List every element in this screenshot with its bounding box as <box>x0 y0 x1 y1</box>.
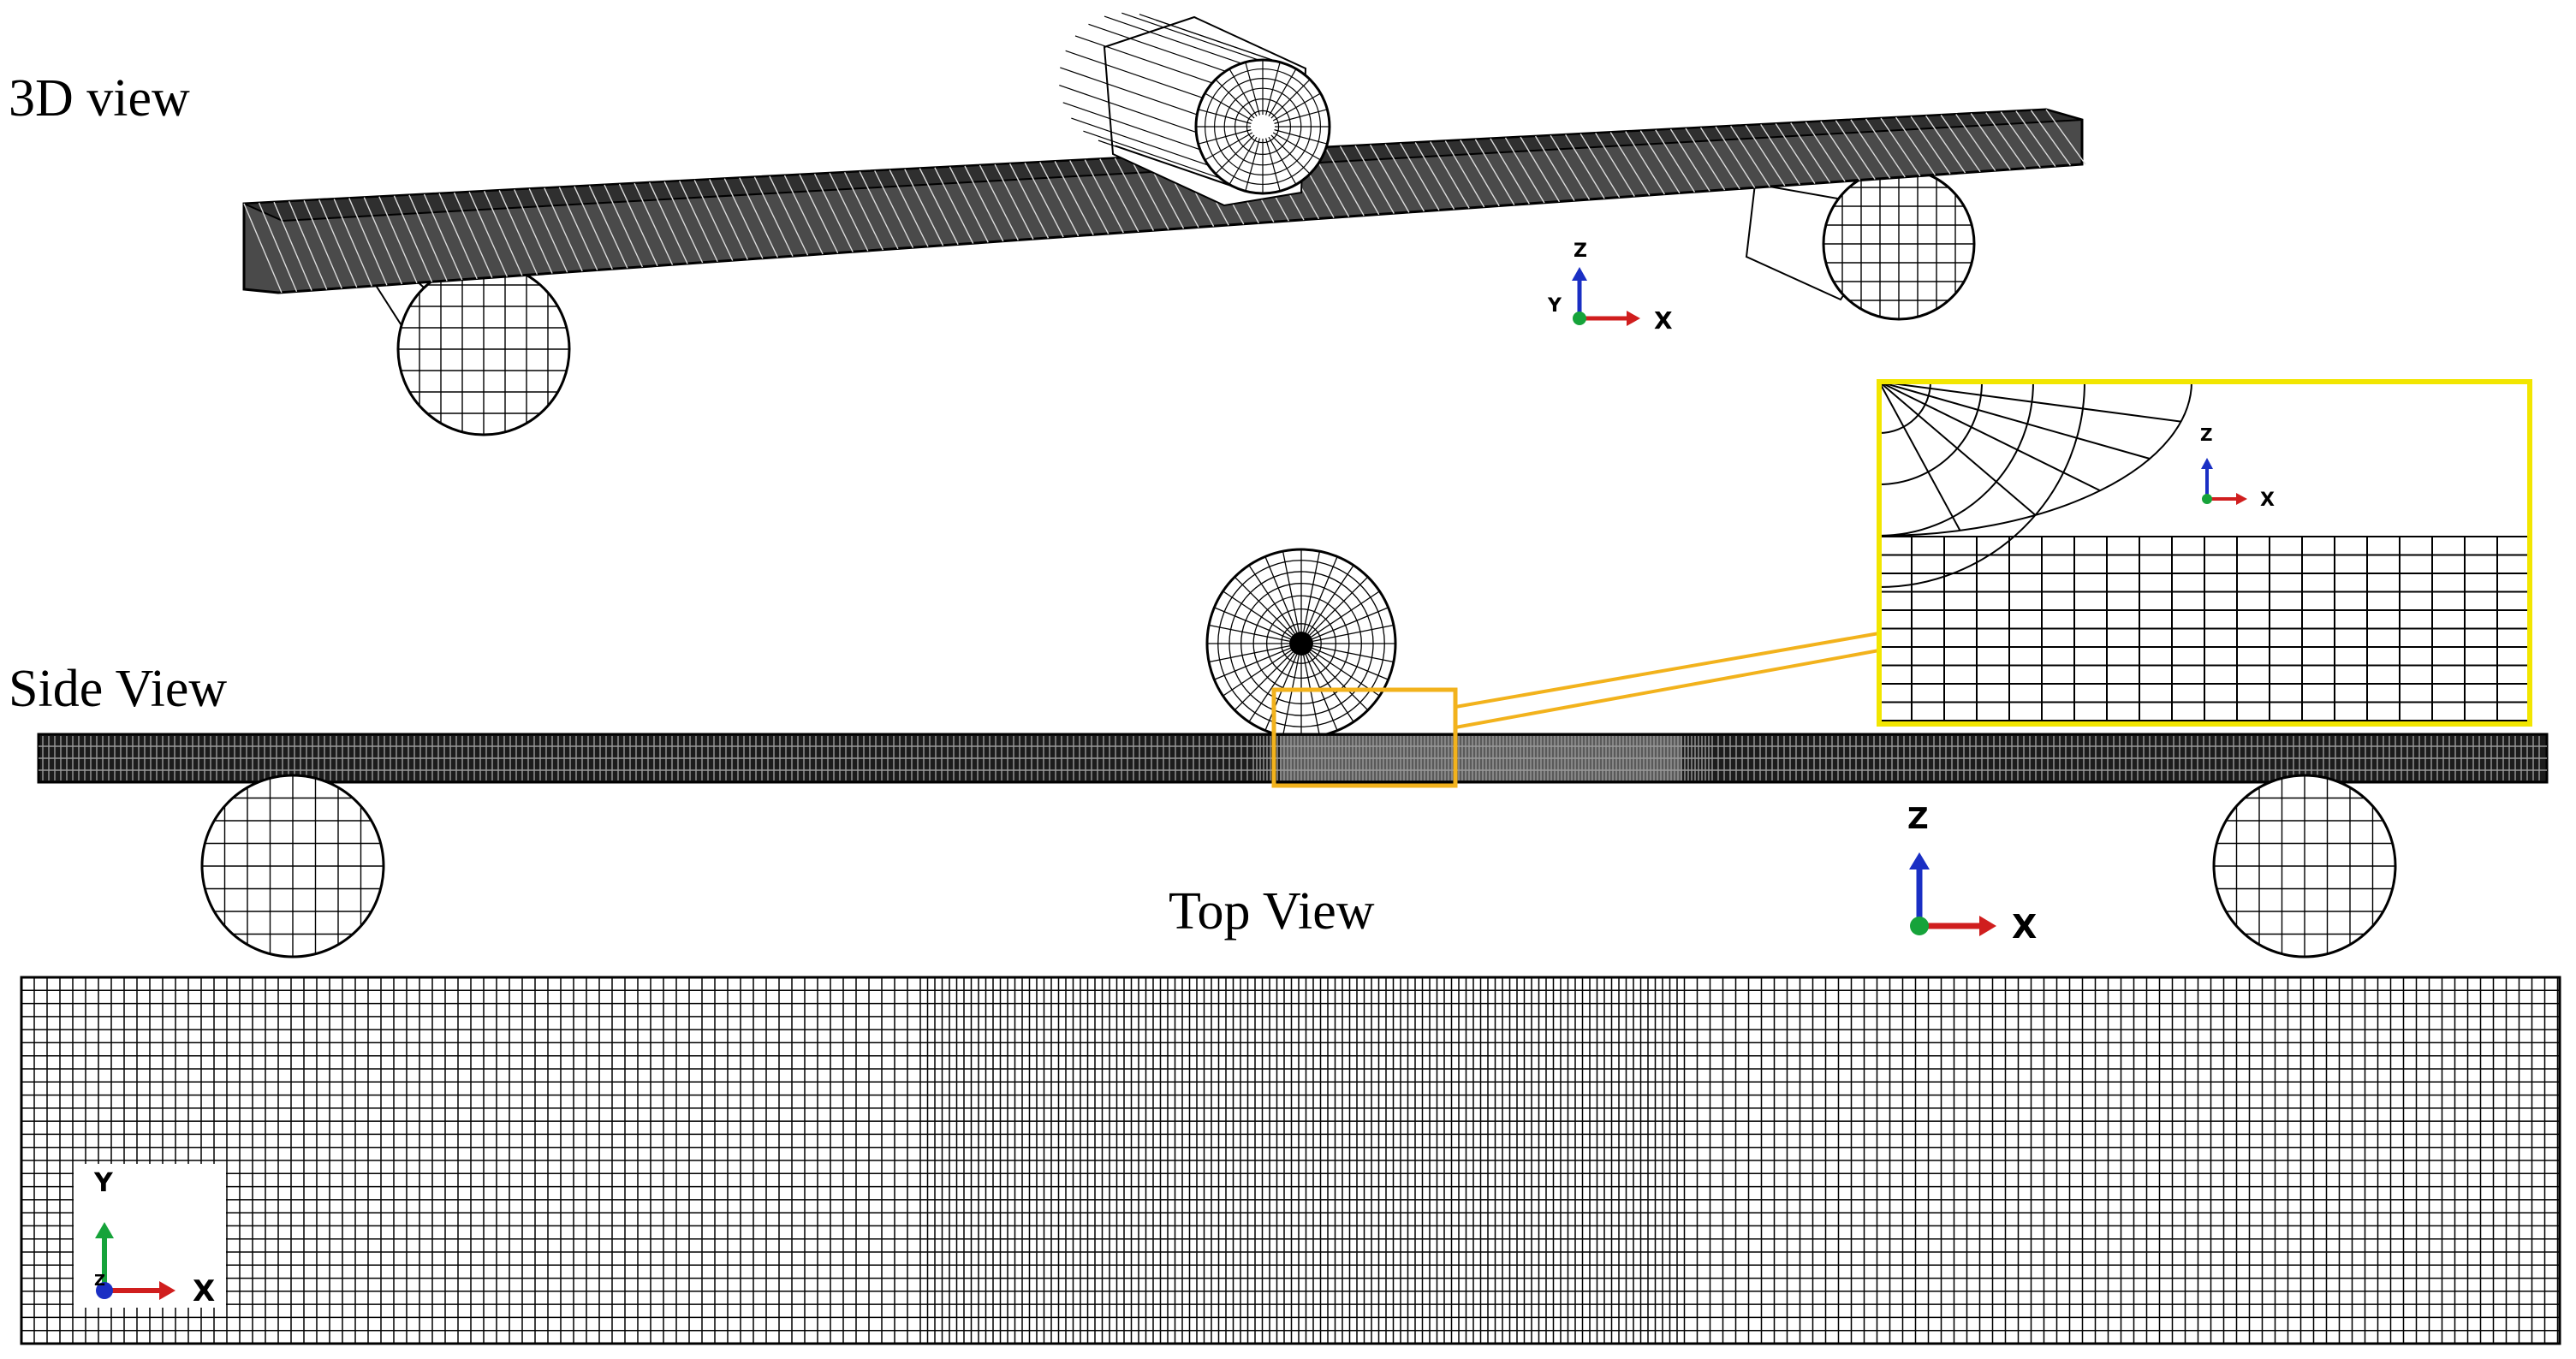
zoom-source-box <box>1271 687 1458 788</box>
top-triad-x-label: X <box>193 1274 215 1309</box>
top-triad-y-label: Y <box>93 1168 114 1198</box>
label-side-view: Side View <box>9 660 227 718</box>
label-top-view: Top View <box>1169 882 1375 941</box>
side-right-support <box>2212 774 2397 958</box>
triad-3d-y-label: Y <box>1547 295 1562 317</box>
zoom-triad: X Z <box>2200 424 2275 511</box>
zoom-triad-x-label: X <box>2260 490 2275 511</box>
top-triad: X Y Z <box>74 1164 226 1309</box>
top-view: X Y Z <box>20 976 2561 1345</box>
side-left-support <box>200 774 385 958</box>
three-d-triad: X Y Z <box>1547 240 1673 335</box>
three-d-right-support <box>1745 167 1976 321</box>
zoom-triad-z-label: Z <box>2200 424 2213 445</box>
three-d-loading-roller <box>1059 12 1331 207</box>
top-triad-z-label: Z <box>94 1272 105 1290</box>
side-triad-x-label: X <box>2012 908 2037 946</box>
label-3d-view: 3D view <box>9 69 190 128</box>
triad-3d-x-label: X <box>1654 306 1673 335</box>
three-d-view: X Y Z <box>242 12 2086 436</box>
triad-3d-z-label: Z <box>1574 240 1587 262</box>
side-triad: X Z <box>1907 802 2037 946</box>
side-view: X Z X Z <box>37 379 2549 958</box>
zoom-frame <box>1877 379 2532 727</box>
zoom-callout <box>1271 632 1880 788</box>
side-loading-roller <box>1205 548 1397 739</box>
side-triad-z-label: Z <box>1907 802 1929 836</box>
three-d-left-support <box>375 251 571 436</box>
side-beam <box>37 733 2549 784</box>
zoom-inset: X Z <box>1877 379 2532 727</box>
